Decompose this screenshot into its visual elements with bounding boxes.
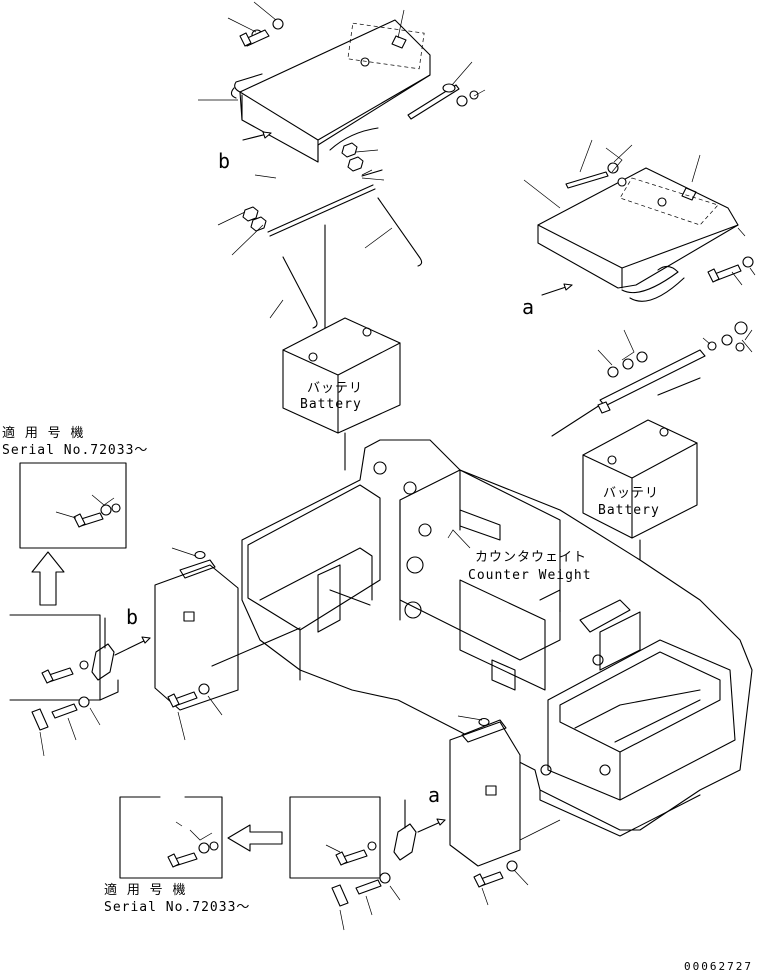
nuts-top [341,142,383,177]
battery-upper [282,317,401,434]
counterweight-label-jp: カウンタウェイト [475,550,588,565]
leader-lines-right-top [523,139,756,286]
serial-inset-bottom [119,796,223,879]
battery-cover-top [230,19,431,163]
bolt-left-plate [167,683,210,708]
view-b-label-arrow: b [126,605,139,629]
counterweight-label-en: Counter Weight [468,568,592,583]
arrow-left-bottom [227,824,283,852]
battery-holder-rods-top [242,184,423,341]
serial-bottom-label-en: Serial No.72033～ [104,900,251,915]
leader-lines-top [198,1,486,319]
rod-right-cover [565,162,627,189]
rod-top-right [407,83,479,120]
side-plate-left [154,550,301,711]
battery-right-label-en: Battery [598,503,660,518]
battery-upper-label-en: Battery [300,397,362,412]
latch-detail-left [9,614,151,757]
battery-holder-rods-right [551,321,753,437]
arrow-up-left [31,551,65,606]
latch-detail-bottom [289,796,446,931]
battery-cover-right [537,167,739,302]
view-a-label-arrow: a [428,783,441,807]
side-plate-bottom [449,717,521,867]
bolt-bottom-plate [473,860,518,888]
view-a-label-right: a [522,295,535,319]
counterweight-leader [447,529,471,549]
serial-left-label-en: Serial No.72033～ [2,443,149,458]
view-b-label-top: b [218,149,231,173]
counter-weight [241,439,753,837]
serial-bottom-label-jp: 適 用 号 機 [104,883,187,898]
drawing-number: 00062727 [684,960,753,973]
bolt-top-left [239,18,284,47]
battery-upper-label-jp: バッテリ [307,381,364,396]
serial-left-label-jp: 適 用 号 機 [2,426,85,441]
serial-inset-left [19,462,127,549]
bolt-right-cover [707,256,754,283]
battery-right-label-jp: バッテリ [603,486,660,501]
battery-right [582,419,698,539]
